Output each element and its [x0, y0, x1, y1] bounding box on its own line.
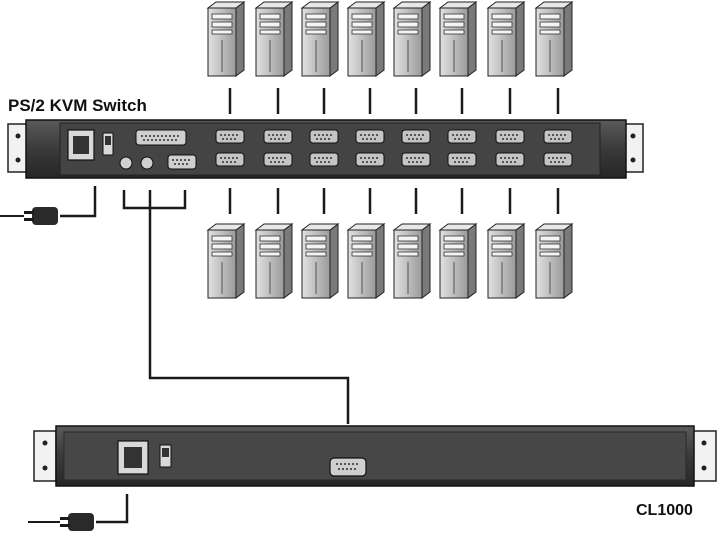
top-server-1: [206, 1, 246, 77]
rack-hole: [701, 465, 707, 471]
kvm-left-rack-ear: [7, 123, 29, 173]
cl1000-label: CL1000: [636, 502, 693, 519]
top-server-2: [254, 1, 294, 77]
ps2-keyboard-port-icon: [119, 156, 133, 170]
kvm-vga-port: [309, 129, 339, 144]
cl1000-vga-port: [329, 457, 367, 477]
top-server-4: [346, 1, 386, 77]
kvm-vga-port: [263, 152, 293, 167]
kvm-vga-port: [215, 152, 245, 167]
kvm-vga-port: [401, 129, 431, 144]
bottom-server-4: [346, 223, 386, 299]
bottom-server-7: [486, 223, 526, 299]
cl1000-inner-panel: [63, 431, 687, 481]
kvm-switch-label: PS/2 KVM Switch: [8, 96, 147, 115]
kvm-vga-port: [263, 129, 293, 144]
kvm-console-vga-port: [167, 154, 197, 170]
kvm-vga-port: [309, 152, 339, 167]
ps2-mouse-port-icon: [140, 156, 154, 170]
bottom-server-6: [438, 223, 478, 299]
server-cables: [228, 88, 560, 214]
kvm-vga-port: [355, 129, 385, 144]
cl1000-console: [33, 425, 717, 487]
top-server-row: [206, 1, 574, 77]
bottom-server-row: [206, 223, 574, 299]
bottom-server-2: [254, 223, 294, 299]
kvm-vga-port: [495, 129, 525, 144]
rack-hole: [15, 157, 21, 163]
kvm-vga-port: [215, 129, 245, 144]
top-server-7: [486, 1, 526, 77]
rack-hole: [42, 465, 48, 471]
bottom-server-5: [392, 223, 432, 299]
top-server-8: [534, 1, 574, 77]
rack-hole: [42, 440, 48, 446]
cl1000-power-cord: [28, 494, 129, 531]
kvm-vga-port: [355, 152, 385, 167]
cl1000-left-rack-ear: [33, 430, 57, 482]
top-server-6: [438, 1, 478, 77]
console-cable: [122, 190, 350, 424]
kvm-power-cord: [0, 186, 97, 225]
rack-hole: [630, 157, 636, 163]
kvm-db25-port: [135, 129, 187, 146]
kvm-server-ports: [215, 129, 573, 167]
kvm-switch: [7, 119, 644, 179]
kvm-power-socket: [67, 129, 95, 161]
kvm-vga-port: [495, 152, 525, 167]
bottom-server-8: [534, 223, 574, 299]
top-server-5: [392, 1, 432, 77]
bottom-server-1: [206, 223, 246, 299]
kvm-vga-port: [543, 152, 573, 167]
power-switch-rocker: [105, 136, 111, 145]
kvm-vga-port: [543, 129, 573, 144]
power-socket-inner: [73, 136, 89, 154]
cl1000-right-rack-ear: [691, 430, 717, 482]
top-server-3: [300, 1, 340, 77]
bottom-server-3: [300, 223, 340, 299]
rack-hole: [701, 440, 707, 446]
kvm-vga-port: [447, 152, 477, 167]
rack-hole: [15, 133, 21, 139]
rack-hole: [630, 133, 636, 139]
power-plug-icon: [32, 207, 58, 225]
kvm-vga-port: [401, 152, 431, 167]
kvm-vga-port: [447, 129, 477, 144]
power-plug-icon: [68, 513, 94, 531]
